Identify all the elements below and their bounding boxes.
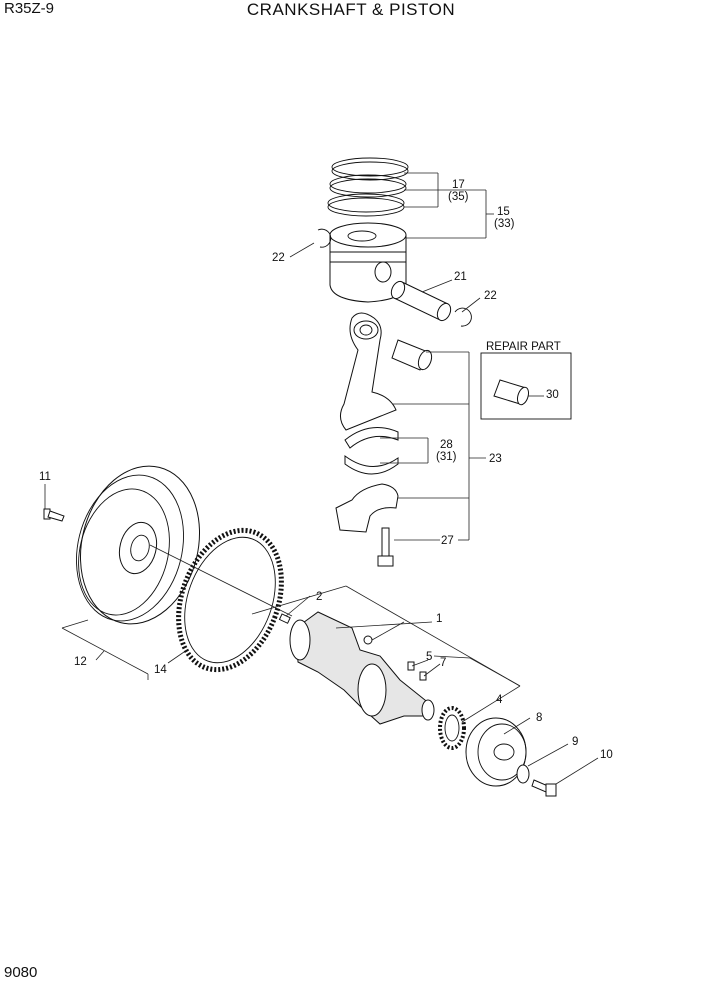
callout-21: 21 xyxy=(454,271,467,283)
callout-9: 9 xyxy=(572,736,578,748)
callout-11: 11 xyxy=(39,471,51,483)
rod-bolt xyxy=(377,527,394,567)
repair-part-box xyxy=(480,352,572,420)
connecting-rod xyxy=(340,312,397,431)
piston xyxy=(329,222,407,303)
callout-14: 14 xyxy=(154,664,167,676)
callout-27: 27 xyxy=(441,535,454,547)
flywheel xyxy=(76,465,201,625)
ring-gear xyxy=(176,527,284,673)
snap-ring-right xyxy=(454,307,472,327)
callout-22-left: 22 xyxy=(272,252,285,264)
page-number: 9080 xyxy=(4,964,38,981)
callout-12: 12 xyxy=(74,656,87,668)
small-end-bushing xyxy=(391,339,433,371)
bearing-shells xyxy=(344,427,399,475)
piston-rings xyxy=(327,157,409,217)
callout-28: 28 xyxy=(440,439,453,451)
callout-7: 7 xyxy=(440,657,446,669)
callout-17-alt: (35) xyxy=(448,191,469,203)
callout-15-alt: (33) xyxy=(494,218,515,230)
callout-1: 1 xyxy=(436,613,442,625)
washer xyxy=(516,764,530,784)
key-7 xyxy=(419,671,427,681)
callout-2: 2 xyxy=(316,591,322,603)
model-code: R35Z-9 xyxy=(4,0,55,17)
callout-8: 8 xyxy=(536,712,542,724)
crank-pulley xyxy=(465,717,527,787)
callout-15: 15 xyxy=(497,206,510,218)
callout-4: 4 xyxy=(496,694,503,706)
callout-30: 30 xyxy=(546,389,559,401)
page-title: CRANKSHAFT & PISTON xyxy=(246,0,456,19)
key-5 xyxy=(407,661,415,671)
piston-pin xyxy=(390,280,452,322)
callout-22-right: 22 xyxy=(484,290,497,302)
callout-10: 10 xyxy=(600,749,613,761)
crankshaft xyxy=(278,611,435,725)
rod-cap xyxy=(335,483,399,533)
flywheel-bolt xyxy=(43,508,65,522)
callout-5: 5 xyxy=(426,651,432,663)
callout-17: 17 xyxy=(452,179,465,191)
repair-part-label: REPAIR PART xyxy=(486,341,561,353)
callout-28-alt: (31) xyxy=(436,451,457,463)
crank-gear xyxy=(438,706,466,750)
leader-lines xyxy=(44,172,599,785)
snap-ring-left xyxy=(317,228,332,248)
pulley-bolt xyxy=(531,779,557,797)
callout-23: 23 xyxy=(489,453,502,465)
